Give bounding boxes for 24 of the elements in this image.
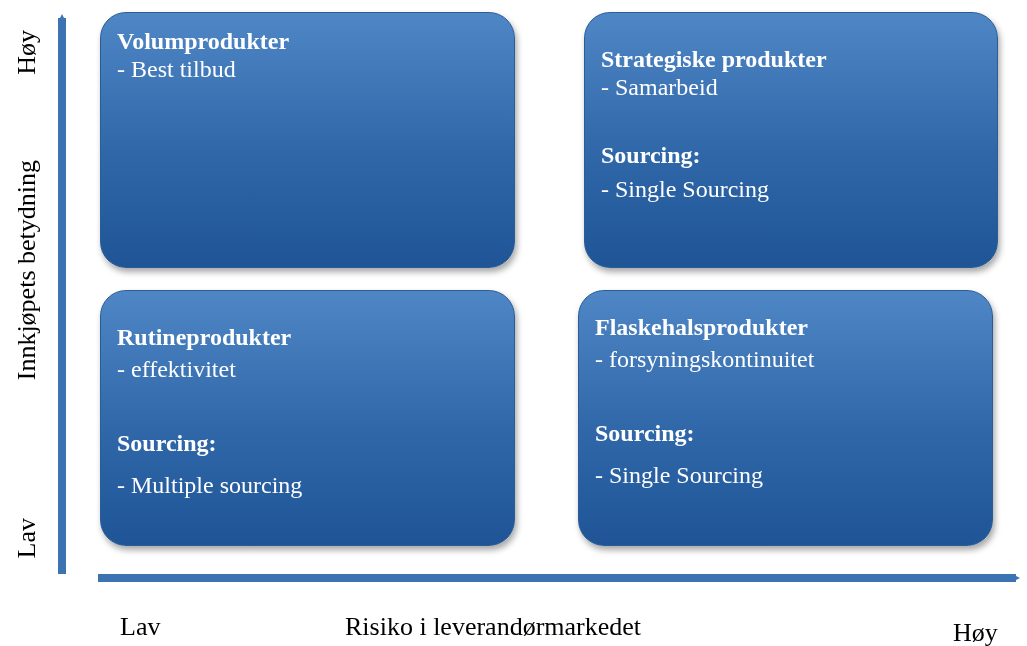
box-heading: Volumprodukter — [117, 27, 291, 55]
box-text: - Best tilbud — [117, 55, 237, 83]
box-text: - Samarbeid — [601, 73, 719, 101]
category-box — [584, 12, 998, 268]
box-heading: Rutineprodukter — [117, 323, 293, 351]
box-heading: Sourcing: — [117, 429, 218, 457]
axis-label: Høy — [12, 30, 42, 75]
axis-title: Innkjøpets betydning — [12, 160, 42, 381]
box-heading: Sourcing: — [601, 141, 702, 169]
box-text: - Single Sourcing — [595, 461, 764, 489]
box-text: - Multiple sourcing — [117, 471, 304, 499]
axis-label: Lav — [120, 612, 161, 642]
box-heading: Sourcing: — [595, 419, 696, 447]
box-heading: Flaskehalsprodukter — [595, 313, 809, 341]
category-box — [100, 12, 515, 268]
box-heading: Strategiske produkter — [601, 45, 828, 73]
axis-label: Høy — [953, 618, 998, 646]
box-text: - forsyningskontinuitet — [595, 345, 816, 373]
axis-label: Lav — [12, 518, 42, 559]
category-box — [578, 290, 993, 546]
box-text: - Single Sourcing — [601, 175, 770, 203]
category-box — [100, 290, 515, 546]
box-text: - effektivitet — [117, 355, 237, 383]
axis-title: Risiko i leverandørmarkedet — [345, 612, 642, 642]
